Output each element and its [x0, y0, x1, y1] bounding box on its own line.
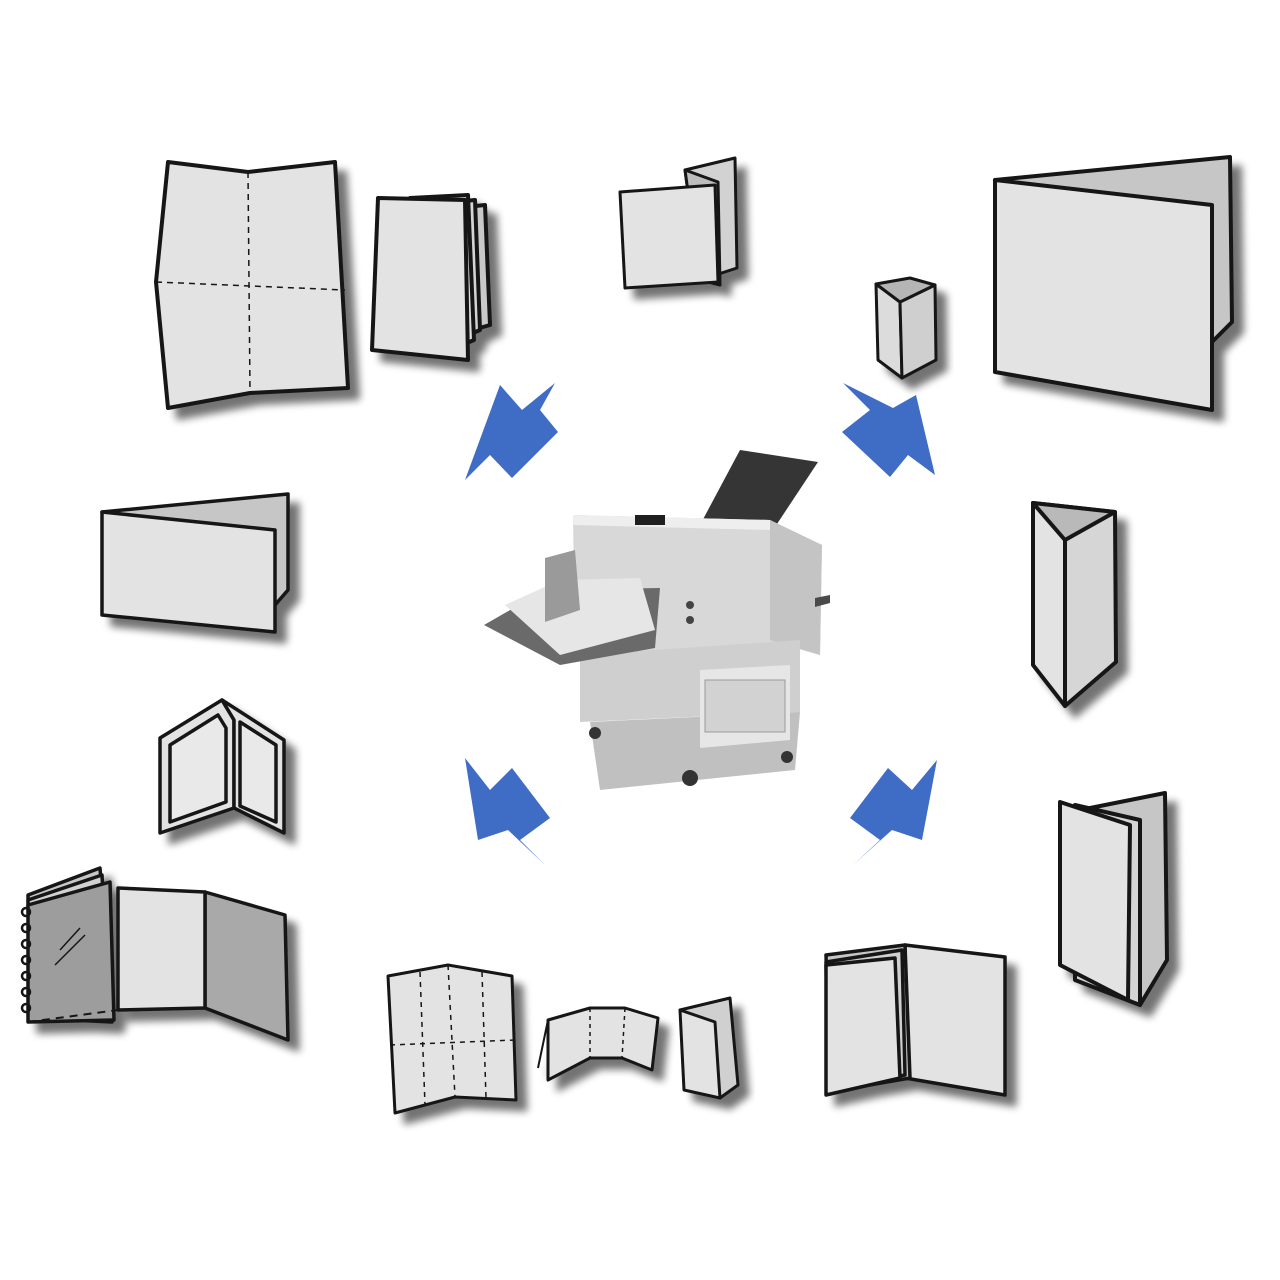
arrow-bottom-right-icon	[850, 760, 937, 865]
roll-fold-brochure-icon	[537, 1006, 660, 1082]
tall-tri-fold-icon	[1031, 501, 1118, 708]
cross-fold-sheet-icon	[154, 160, 350, 410]
small-z-fold-icon	[678, 996, 740, 1100]
arrow-bottom-left-icon	[465, 758, 550, 865]
spiral-binding-icon	[20, 906, 32, 1014]
accordion-fold-tall-icon	[370, 193, 492, 362]
large-single-fold-icon	[993, 155, 1234, 412]
multi-page-booklet-icon	[824, 943, 1007, 1097]
spiral-bound-booklet-icon	[26, 866, 290, 1042]
paper-folding-machine-image	[484, 450, 830, 790]
z-fold-small-icon	[618, 156, 739, 290]
gate-fold-standing-icon	[158, 698, 286, 835]
double-parallel-fold-icon	[386, 963, 518, 1115]
arrow-top-left-icon	[465, 383, 558, 480]
tent-fold-mini-icon	[874, 276, 938, 380]
arrow-top-right-icon	[842, 383, 935, 477]
cross-fold-flat-icon	[1058, 791, 1169, 1007]
landscape-single-fold-icon	[100, 492, 290, 634]
